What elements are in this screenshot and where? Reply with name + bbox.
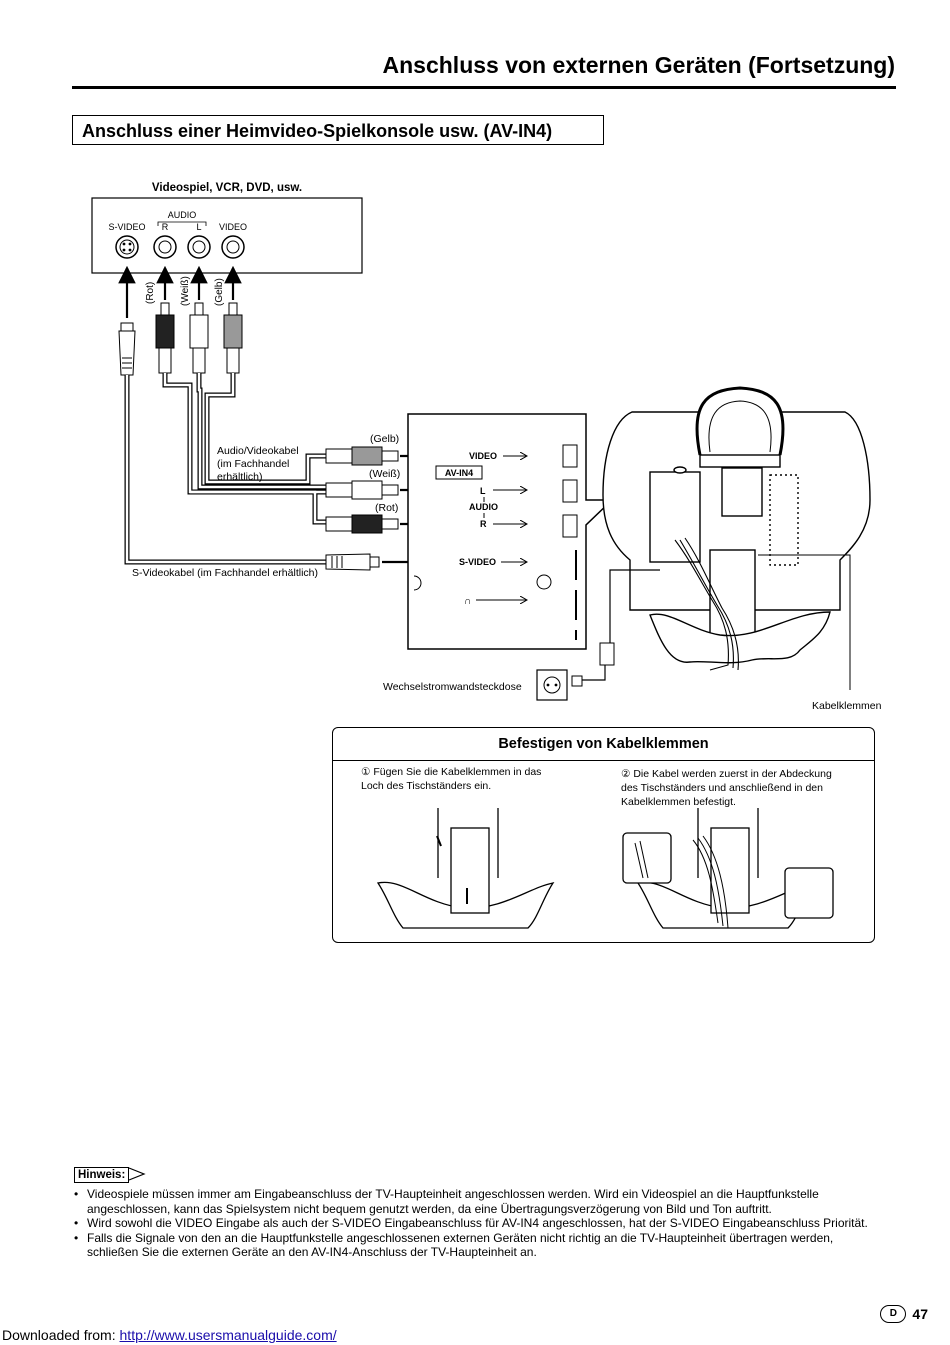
- panel-avin4-label: AV-IN4: [445, 468, 473, 478]
- svideo-jack-label: S-VIDEO: [108, 222, 145, 232]
- av-cable-label-3: erhältlich): [217, 471, 263, 483]
- title-rule: [72, 86, 896, 89]
- red-plug: [325, 514, 399, 534]
- panel-audio-label: AUDIO: [469, 502, 498, 512]
- gelb-label-top: (Gelb): [214, 278, 225, 306]
- video-jack: [221, 235, 245, 259]
- audio-group-label: AUDIO: [168, 210, 197, 220]
- table-stand: [649, 549, 831, 664]
- weiss-label-top: (Weiß): [180, 276, 191, 306]
- wall-outlet: [536, 669, 568, 701]
- panel-video-label: VIDEO: [469, 451, 497, 461]
- footer-link[interactable]: http://www.usersmanualguide.com/: [119, 1327, 337, 1343]
- download-footer: Downloaded from: http://www.usersmanualg…: [2, 1327, 337, 1343]
- audio-l-jack: [187, 235, 211, 259]
- yellow-plug-top: [223, 302, 243, 374]
- panel-l-label: L: [480, 486, 486, 496]
- hint-label: Hinweis:: [74, 1167, 130, 1183]
- yellow-plug: [325, 446, 399, 466]
- clip-step-1: ① Fügen Sie die Kabelklemmen in das Loch…: [361, 766, 542, 792]
- rot-label-top: (Rot): [145, 282, 156, 304]
- device-title: Videospiel, VCR, DVD, usw.: [152, 182, 302, 194]
- svideo-jack: [115, 235, 139, 259]
- tv-rear: [602, 386, 871, 611]
- clamps-label: Kabelklemmen: [812, 700, 882, 712]
- panel-r-label: R: [480, 519, 487, 529]
- external-device: [91, 197, 363, 274]
- weiss-label: (Weiß): [369, 468, 400, 480]
- av-in4-panel: [407, 413, 614, 650]
- audio-r-jack: [153, 235, 177, 259]
- routed-cables: [674, 537, 739, 671]
- white-plug-top: [189, 302, 209, 374]
- note-item: Falls die Signale von den an die Hauptfu…: [72, 1231, 872, 1260]
- rot-label: (Rot): [375, 502, 398, 514]
- av-cable-label-2: (im Fachhandel: [217, 458, 289, 470]
- page-number: 47: [912, 1306, 928, 1322]
- svideo-plug-top: [118, 322, 136, 376]
- cable-clamp-panel: Befestigen von Kabelklemmen ① Fügen Sie …: [332, 727, 875, 943]
- page-title: Anschluss von externen Geräten (Fortsetz…: [382, 52, 895, 78]
- clip-step-2: ② Die Kabel werden zuerst in der Abdecku…: [621, 768, 832, 808]
- red-plug-top: [155, 302, 175, 374]
- svideo-cable-label: S-Videokabel (im Fachhandel erhältlich): [132, 567, 318, 579]
- connection-diagram: Videospiel, VCR, DVD, usw. AUDIO S-VIDEO…: [91, 182, 882, 712]
- panel-svideo-label: S-VIDEO: [459, 557, 496, 567]
- section-heading: Anschluss einer Heimvideo-Spielkonsole u…: [72, 115, 604, 145]
- r-jack-label: R: [162, 222, 169, 232]
- av-cable-label-1: Audio/Videokabel: [217, 445, 299, 457]
- l-jack-label: L: [196, 222, 201, 232]
- hint-arrow-icon: [128, 1167, 146, 1181]
- note-item: Wird sowohl die VIDEO Eingabe als auch d…: [72, 1216, 872, 1231]
- language-badge: D: [880, 1305, 907, 1323]
- headphone-icon: ∩: [464, 596, 471, 607]
- white-plug: [325, 480, 399, 500]
- gelb-label: (Gelb): [370, 433, 399, 445]
- clip-box-title: Befestigen von Kabelklemmen: [333, 728, 874, 761]
- page-number-area: D 47: [880, 1305, 928, 1323]
- footer-prefix: Downloaded from:: [2, 1327, 116, 1343]
- note-item: Videospiele müssen immer am Eingabeansch…: [72, 1187, 872, 1216]
- clip-illustrations: [376, 808, 834, 929]
- notes-list: Videospiele müssen immer am Eingabeansch…: [72, 1187, 872, 1260]
- svideo-plug: [325, 553, 380, 571]
- outlet-label: Wechselstromwandsteckdose: [383, 681, 522, 693]
- video-jack-label: VIDEO: [219, 222, 247, 232]
